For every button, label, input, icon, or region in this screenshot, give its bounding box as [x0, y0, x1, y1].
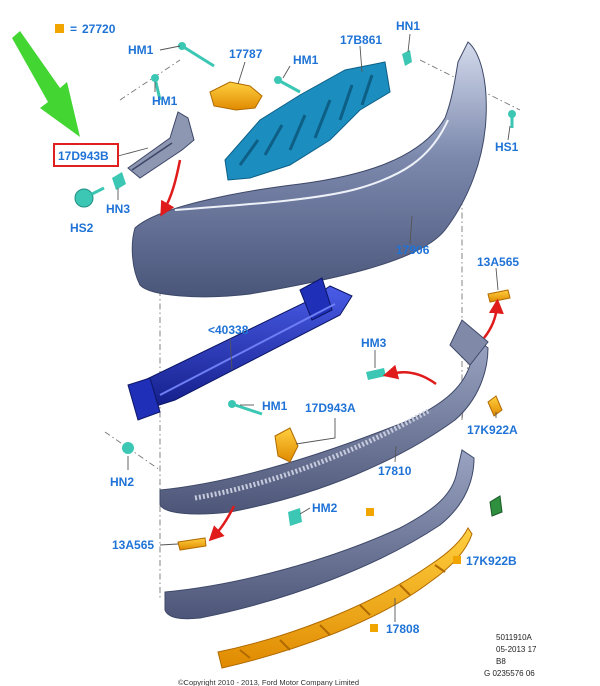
leader-hm1-a — [159, 45, 181, 51]
info-line-3: B8 — [496, 657, 506, 666]
fastener-hm1-d — [228, 400, 263, 416]
label-hs2: HS2 — [70, 221, 94, 235]
lower-trim — [164, 449, 475, 620]
label-hm2: HM2 — [312, 501, 338, 515]
part-17k922a — [487, 395, 503, 417]
fastener-hm1-a — [178, 42, 215, 68]
red-arrow-2 — [382, 364, 437, 386]
alignment-line-upper-left — [119, 59, 181, 101]
label-17810: 17810 — [378, 464, 412, 478]
leader-hs1 — [507, 125, 511, 141]
part-13a565-top — [487, 289, 511, 303]
leader-13a565-top — [495, 267, 499, 291]
label-13a565-top: 13A565 — [477, 255, 519, 269]
legend-marker — [55, 24, 64, 33]
label-hm1-c: HM1 — [293, 53, 319, 67]
legend-separator: = — [70, 22, 77, 36]
label-17k922a: 17K922A — [467, 423, 518, 437]
leader-17906 — [409, 215, 413, 245]
label-17k922b: 17K922B — [466, 554, 517, 568]
leader-17d943b — [117, 147, 149, 157]
label-17d943a: 17D943A — [305, 401, 356, 415]
label-17787: 17787 — [229, 47, 263, 61]
fastener-hs1 — [508, 110, 516, 128]
bumper-cover-highlight — [174, 119, 449, 211]
lower-valance-17810 — [159, 319, 489, 515]
fastener-hm2 — [288, 508, 302, 526]
leader-17b861 — [359, 45, 363, 73]
label-hs1: HS1 — [495, 140, 519, 154]
leader-40338 — [229, 337, 233, 371]
fastener-hm1-c — [274, 76, 301, 94]
label-hn1: HN1 — [396, 19, 420, 33]
label-hn2: HN2 — [110, 475, 134, 489]
label-17808: 17808 — [386, 622, 420, 636]
fastener-hn1 — [402, 50, 412, 66]
label-hn3: HN3 — [106, 202, 130, 216]
bracket-17b861 — [224, 61, 391, 181]
alignment-line-lower — [104, 431, 161, 471]
leader-13a565-bot — [159, 543, 179, 546]
top-marker — [366, 508, 374, 516]
info-line-1: 5011910A — [496, 633, 533, 642]
red-arrow-3 — [483, 298, 504, 339]
label-hm1-a: HM1 — [128, 43, 154, 57]
part-17808 — [217, 527, 473, 669]
label-hm1-b: HM1 — [152, 94, 178, 108]
reinforcement-40338 — [127, 277, 353, 421]
leader-hm2 — [299, 507, 311, 515]
fastener-hn3 — [112, 172, 126, 190]
fastener-hm1-b — [151, 74, 162, 101]
fastener-hm3 — [366, 368, 386, 380]
part-17d943a — [274, 427, 299, 463]
bracket-17d943b — [127, 111, 195, 179]
bumper-cover — [131, 41, 487, 298]
leader-hm1-c — [282, 65, 291, 79]
leader-17d943a — [295, 418, 336, 445]
part-13a565-bottom — [177, 537, 207, 551]
fastener-hn2 — [122, 442, 134, 454]
green-arrow-icon — [12, 31, 80, 137]
label-17b861: 17B861 — [340, 33, 382, 47]
fastener-hs2 — [74, 186, 105, 208]
part-17k922b — [489, 495, 503, 517]
legend-code: 27720 — [82, 22, 116, 36]
part-17k922b-marker — [453, 556, 461, 564]
label-40338: <40338 — [208, 323, 249, 337]
info-line-2: 05-2013 17 — [496, 645, 537, 654]
label-13a565-bot: 13A565 — [112, 538, 154, 552]
copyright: ©Copyright 2010 - 2013, Ford Motor Compa… — [178, 678, 359, 686]
label-17906: 17906 — [396, 243, 430, 257]
info-line-4: G 0235576 06 — [484, 669, 535, 678]
label-17d943b: 17D943B — [58, 149, 109, 163]
leader-17810 — [394, 445, 397, 463]
part-17808-marker — [370, 624, 378, 632]
part-17787 — [209, 81, 263, 111]
leader-17787 — [237, 61, 246, 85]
leader-hn1 — [407, 33, 411, 53]
highlight-box — [53, 143, 119, 167]
red-arrow-4 — [208, 505, 236, 542]
label-hm1-d: HM1 — [262, 399, 288, 413]
label-hm3: HM3 — [361, 336, 387, 350]
red-arrow-1 — [160, 159, 182, 217]
